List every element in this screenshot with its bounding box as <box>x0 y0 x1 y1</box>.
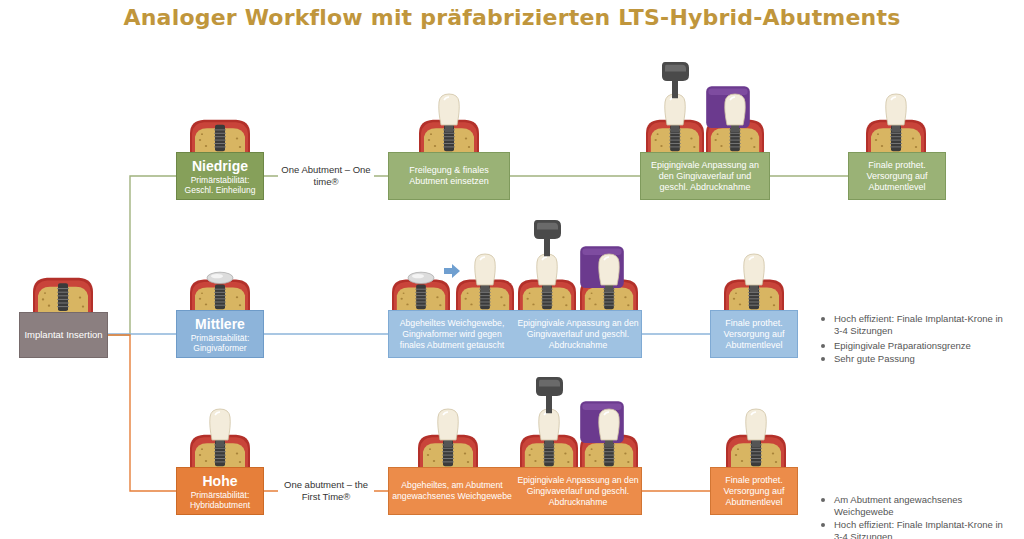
connector-line <box>264 333 388 334</box>
final-crown <box>886 94 907 132</box>
abutment-crown <box>599 254 620 292</box>
implant-site <box>33 278 93 312</box>
stability-box: MittlerePrimärstabilität: Gingivaformer <box>176 310 264 358</box>
abutment-crown <box>599 409 620 447</box>
process-box: Epigingivale Anpassung an den Gingivaver… <box>640 152 770 200</box>
process-box: Abgeheiltes, am Abutment angewachsenes W… <box>388 467 642 515</box>
implant-site <box>190 120 250 152</box>
box-text: Primärstabilität: Gingivaformer <box>177 332 263 353</box>
box-text: Primärstabilität: Geschl. Einheilung <box>177 174 263 195</box>
bullet-text: Hoch effizient: Finale Implantat-Krone i… <box>834 519 1003 539</box>
bullet-dot <box>821 317 825 321</box>
box-text: Epigingivale Anpassung an den Gingivaver… <box>641 160 769 193</box>
box-text: Freilegung & finales Abutment einsetzen <box>389 165 509 187</box>
process-box: Abgeheiltes Weichgewebe, Gingivaformer w… <box>388 310 642 358</box>
bullet-dot <box>821 523 825 527</box>
box-text: Finale prothet. Versorgung auf Abutmentl… <box>711 318 797 351</box>
connector-line <box>770 175 848 176</box>
stability-box: HohePrimärstabilität: Hybridabutment <box>176 467 264 515</box>
bullet-dot <box>821 344 825 348</box>
preparation-tool <box>534 220 561 256</box>
process-box: Freilegung & finales Abutment einsetzen <box>388 152 510 200</box>
result-box: Finale prothet. Versorgung auf Abutmentl… <box>710 467 798 515</box>
connector-line <box>108 176 176 335</box>
abutment-crown <box>475 254 496 292</box>
diagram-title: Analoger Workflow mit präfabrizierten LT… <box>0 5 1024 30</box>
bullet-item: Hoch effizient: Finale Implantat-Krone i… <box>820 519 1005 539</box>
edge-label: One Abutment – One time® <box>278 163 374 189</box>
swap-arrow <box>444 264 460 278</box>
stability-box: NiedrigePrimärstabilität: Geschl. Einhei… <box>176 152 264 200</box>
implant-site <box>190 280 250 310</box>
connector-line <box>642 333 710 334</box>
abutment-crown <box>537 254 558 292</box>
bullet-item: Epigingivale Präparationsgrenze <box>820 340 1005 352</box>
edge-label: One abutment – the First Time® <box>278 478 374 504</box>
box-text: Abgeheiltes, am Abutment angewachsenes W… <box>389 480 515 502</box>
box-text: Primärstabilität: Hybridabutment <box>177 489 263 510</box>
abutment-crown <box>665 94 686 132</box>
box-text: Epigingivale Anpassung an den Gingivaver… <box>515 475 641 508</box>
healing-cap <box>207 272 233 283</box>
start-box: Implantat Insertion <box>19 312 108 358</box>
bullet-text: Am Abutment angewachsenes Weichgewebe <box>834 494 962 517</box>
abutment-crown <box>438 409 459 447</box>
bullet-text: Hoch effizient: Finale Implantat-Krone i… <box>834 313 1003 336</box>
abutment-crown <box>539 409 560 447</box>
bullet-text: Sehr gute Passung <box>834 353 915 364</box>
final-crown <box>744 254 765 292</box>
bullet-item: Sehr gute Passung <box>820 353 1005 365</box>
hybrid-abutment <box>210 409 231 447</box>
final-crown <box>746 409 767 447</box>
bullet-dot <box>821 498 825 502</box>
box-text: Epigingivale Anpassung an den Gingivaver… <box>515 318 641 351</box>
box-heading: Mittlere <box>195 316 245 332</box>
box-text: Abgeheiltes Weichgewebe, Gingivaformer w… <box>389 318 515 351</box>
box-text: Finale prothet. Versorgung auf Abutmentl… <box>849 160 945 193</box>
insertion-mark <box>59 256 67 270</box>
bullet-item: Am Abutment angewachsenes Weichgewebe <box>820 494 1005 518</box>
result-box: Finale prothet. Versorgung auf Abutmentl… <box>710 310 798 358</box>
implant-site <box>392 280 450 310</box>
preparation-tool <box>536 377 563 413</box>
bullet-text: Epigingivale Präparationsgrenze <box>834 340 971 351</box>
box-heading: Niedrige <box>192 158 248 174</box>
result-box: Finale prothet. Versorgung auf Abutmentl… <box>848 152 946 200</box>
preparation-tool <box>662 62 689 98</box>
bullet-dot <box>821 357 825 361</box>
healing-cap <box>408 272 434 283</box>
box-text: Implantat Insertion <box>21 329 105 341</box>
connector-line <box>108 335 176 491</box>
connector-line <box>510 175 640 176</box>
abutment-crown <box>439 94 460 132</box>
abutment-crown <box>725 94 746 132</box>
bullet-item: Hoch effizient: Finale Implantat-Krone i… <box>820 313 1005 337</box>
box-text: Finale prothet. Versorgung auf Abutmentl… <box>711 475 797 508</box>
box-heading: Hohe <box>203 473 238 489</box>
connector-line <box>642 490 710 491</box>
